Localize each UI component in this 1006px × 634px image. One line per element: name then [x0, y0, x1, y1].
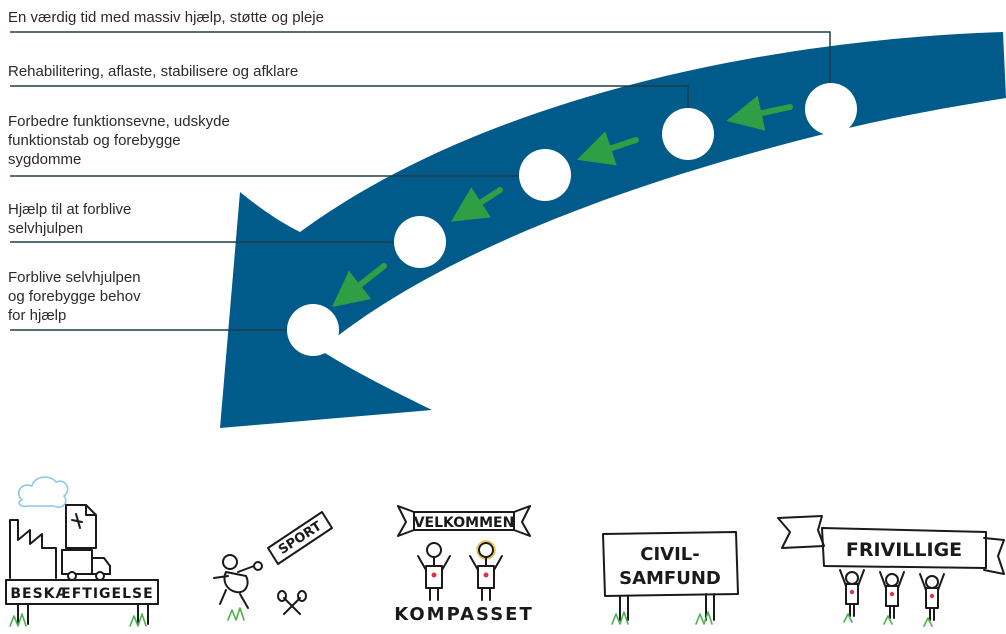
level-circle-1: [662, 108, 714, 160]
big-blue-arrow: [220, 32, 1006, 428]
level-label-0: En værdig tid med massiv hjælp, støtte o…: [8, 9, 324, 26]
volunteers-banner-icon: [777, 515, 1005, 621]
green-arrow-0: [726, 95, 793, 131]
level-label-2: Forbedre funktionsevne, udskyde funktion…: [8, 113, 230, 168]
level-circle-2: [519, 149, 571, 201]
bottom-label-kompasset: KOMPASSET: [394, 604, 534, 625]
level-label-3: Hjælp til at forblive selvhjulpen: [8, 201, 132, 237]
level-label-1: Rehabilitering, aflaste, stabilisere og …: [8, 63, 299, 80]
grass-decoration: [9, 607, 933, 627]
welcome-people-icon: [397, 505, 531, 601]
level-label-4: Forblive selvhjulpen og forebygge behov …: [8, 269, 141, 324]
green-arrow-3: [331, 263, 387, 308]
bottom-label-beskaeftigelse: BESKÆFTIGELSE: [10, 586, 153, 602]
bottom-banner-velkommen: VELKOMMEN: [414, 515, 515, 531]
sport-runner-icon: [213, 511, 333, 615]
green-arrow-1: [576, 131, 639, 166]
level-circle-0: [805, 83, 857, 135]
factory-truck-icon: [5, 476, 159, 625]
level-circle-3: [394, 216, 446, 268]
level-circle-4: [287, 304, 339, 356]
bottom-label-samfund: SAMFUND: [619, 568, 721, 589]
sign-icon: [602, 531, 739, 621]
green-arrow-2: [450, 187, 503, 222]
bottom-label-frivillige: FRIVILLIGE: [846, 539, 962, 561]
bottom-label-civil: CIVIL-: [640, 544, 699, 565]
leader-line-0: [10, 31, 831, 100]
